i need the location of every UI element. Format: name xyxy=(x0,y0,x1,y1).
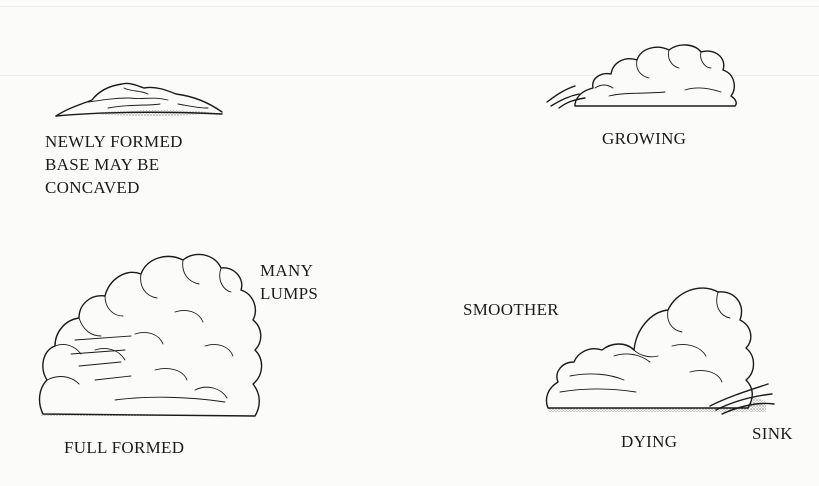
smoother-annotation: SMOOTHER xyxy=(463,298,559,321)
sink-annotation: SINK xyxy=(752,422,793,445)
label-line: MANY xyxy=(260,259,318,282)
label-line: CONCAVED xyxy=(45,176,183,199)
many-lumps-annotation: MANY LUMPS xyxy=(260,259,318,305)
dying-label: DYING xyxy=(621,430,677,453)
newly-formed-label: NEWLY FORMED BASE MAY BE CONCAVED xyxy=(45,130,183,199)
growing-label: GROWING xyxy=(602,127,686,150)
label-line: GROWING xyxy=(602,127,686,150)
full-formed-cloud xyxy=(35,250,265,425)
label-line: BASE MAY BE xyxy=(45,153,183,176)
label-line: SINK xyxy=(752,422,793,445)
label-line: FULL FORMED xyxy=(64,436,184,459)
label-line: DYING xyxy=(621,430,677,453)
label-line: SMOOTHER xyxy=(463,298,559,321)
growing-cloud xyxy=(545,38,745,110)
label-line: NEWLY FORMED xyxy=(45,130,183,153)
label-line: LUMPS xyxy=(260,282,318,305)
scan-line xyxy=(0,6,819,7)
dying-cloud xyxy=(540,276,775,418)
newly-formed-cloud xyxy=(48,78,228,123)
full-formed-label: FULL FORMED xyxy=(64,436,184,459)
